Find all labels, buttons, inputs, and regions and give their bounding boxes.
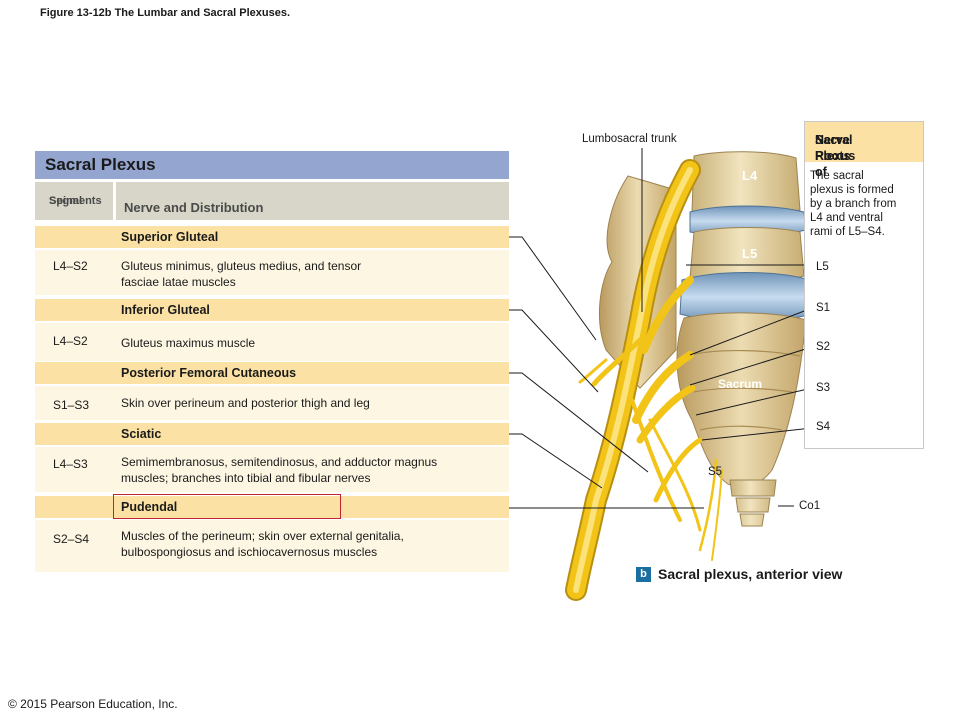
label-S1-root: S1 (816, 302, 831, 314)
nerve-roots-text-line: plexus is formed (810, 184, 894, 196)
nerve-row-inferior-gluteal: Inferior Gluteal (35, 299, 509, 321)
nerve-roots-text-line: rami of L5–S4. (810, 226, 885, 238)
figure-title: Figure 13-12b The Lumbar and Sacral Plex… (40, 7, 291, 19)
label-Co1: Co1 (799, 500, 821, 512)
distribution-line: Gluteus minimus, gluteus medius, and ten… (121, 259, 362, 273)
nerve-row-superior-gluteal: Superior Gluteal (35, 226, 509, 248)
nerve-name: Posterior Femoral Cutaneous (121, 366, 297, 380)
spinal-segments: L4–S2 (53, 259, 88, 273)
label-vertebra-L4: L4 (742, 168, 758, 183)
distribution-line: fasciae latae muscles (121, 275, 236, 289)
label-lumbosacral-trunk: Lumbosacral trunk (582, 133, 677, 145)
nerve-detail-sciatic: L4–S3 Semimembranosus, semitendinosus, a… (35, 447, 509, 492)
column-header-distribution-label: Nerve and Distribution (124, 200, 264, 215)
column-header-segments-line1: Spinal (49, 195, 83, 207)
column-header-segments-line2: Segments (49, 195, 102, 207)
nerve-roots-text-line: L4 and ventral (810, 212, 883, 224)
distribution-line: Muscles of the perineum; skin over exter… (121, 529, 404, 543)
distribution-line: Semimembranosus, semitendinosus, and add… (121, 455, 438, 469)
nerve-detail-inferior-gluteal: L4–S2 Gluteus maximus muscle (35, 323, 509, 361)
label-L5-root: L5 (816, 261, 829, 273)
table-title: Sacral Plexus (45, 155, 156, 174)
spinal-segments: S1–S3 (53, 398, 90, 412)
label-S3-root: S3 (816, 382, 831, 394)
nerves (565, 159, 723, 601)
column-header-distribution: Nerve and Distribution (116, 182, 509, 220)
spinal-segments: L4–S2 (53, 334, 88, 348)
sacrum (676, 312, 807, 488)
label-S2-root: S2 (816, 341, 831, 353)
nerve-detail-superior-gluteal: L4–S2 Gluteus minimus, gluteus medius, a… (35, 250, 509, 295)
nerve-name: Sciatic (121, 427, 162, 441)
nerve-roots-text-line: The sacral (810, 170, 864, 182)
spinal-segments: L4–S3 (53, 457, 88, 471)
nerve-row-posterior-femoral-cutaneous: Posterior Femoral Cutaneous (35, 362, 509, 384)
copyright-notice: © 2015 Pearson Education, Inc. (8, 697, 178, 711)
nerve-name: Inferior Gluteal (121, 303, 210, 317)
label-vertebra-L5: L5 (742, 246, 758, 261)
nerve-roots-text-line: by a branch from (810, 198, 897, 210)
label-sacrum: Sacrum (718, 377, 763, 391)
label-S5: S5 (708, 466, 723, 478)
coccyx (729, 479, 777, 527)
nerve-roots-title-line1: Nerve Roots of (815, 133, 851, 179)
caption-text: Sacral plexus, anterior view (658, 566, 843, 582)
nerve-name: Superior Gluteal (121, 230, 219, 244)
nerve-row-pudendal: Pudendal (35, 496, 509, 518)
table-title-bar: Sacral Plexus (35, 151, 509, 179)
spinal-segments: S2–S4 (53, 532, 90, 546)
distribution-line: bulbospongiosus and ischiocavernosus mus… (121, 545, 378, 559)
caption-badge: b (636, 567, 651, 582)
label-S4-root: S4 (816, 421, 831, 433)
pudendal-highlight-box (113, 494, 341, 519)
nerve-detail-posterior-femoral-cutaneous: S1–S3 Skin over perineum and posterior t… (35, 386, 509, 420)
nerve-roots-title-line2: Sacral Plexus (815, 133, 856, 163)
nerve-roots-description: The sacral plexus is formed by a branch … (810, 169, 922, 239)
nerve-detail-pudendal: S2–S4 Muscles of the perineum; skin over… (35, 520, 509, 572)
distribution-line: muscles; branches into tibial and fibula… (121, 471, 371, 485)
nerve-row-sciatic: Sciatic (35, 423, 509, 445)
nerve-name: Pudendal (121, 500, 178, 514)
distribution-line: Gluteus maximus muscle (121, 336, 256, 350)
distribution-line: Skin over perineum and posterior thigh a… (121, 396, 370, 410)
